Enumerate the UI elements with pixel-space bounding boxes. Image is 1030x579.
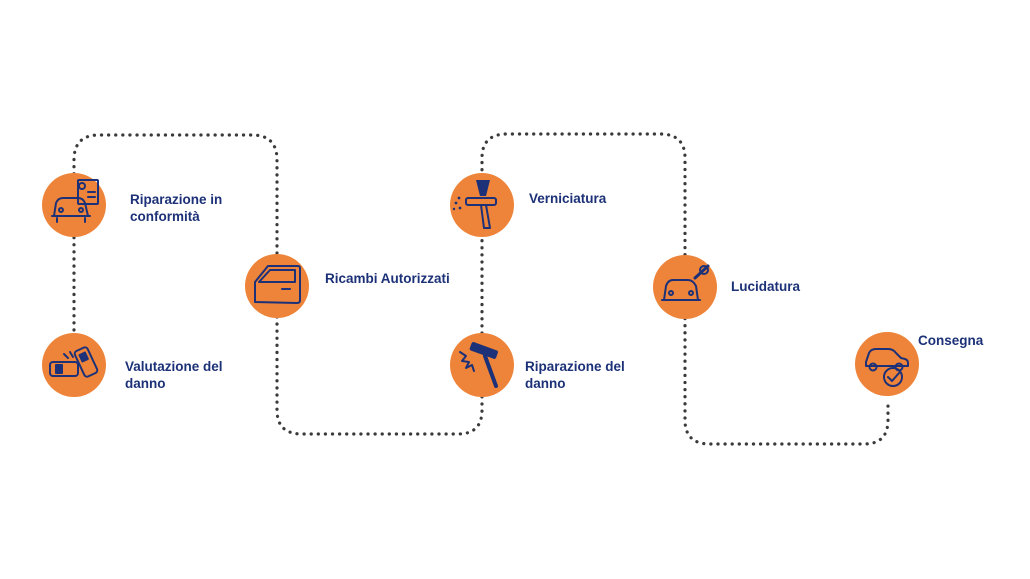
step-label-line: Ricambi Autorizzati (325, 271, 450, 286)
step-riparazione-conformita (42, 173, 106, 237)
step-label-riparazione-conformita: Riparazione in conformità (130, 191, 222, 225)
step-circle (450, 333, 514, 397)
step-label-line: conformità (130, 209, 200, 224)
step-label-line: Riparazione in (130, 192, 223, 207)
step-label-line: Lucidatura (731, 279, 801, 294)
step-label-verniciatura: Verniciatura (529, 190, 606, 207)
connector-path (72, 132, 890, 446)
step-label-line: Consegna (918, 333, 984, 348)
step-label-line: danno (525, 376, 566, 391)
step-label-line: Verniciatura (529, 191, 607, 206)
step-label-riparazione-danno: Riparazione del danno (525, 358, 625, 392)
step-circle (653, 255, 717, 319)
step-consegna (855, 332, 919, 396)
step-circle (855, 332, 919, 396)
step-label-line: Valutazione del (125, 359, 223, 374)
hammer-icon (459, 342, 498, 388)
step-circle (42, 333, 106, 397)
step-verniciatura (450, 173, 514, 237)
car-door-icon (254, 265, 301, 304)
step-valutazione-danno (42, 333, 106, 397)
step-label-lucidatura: Lucidatura (731, 278, 800, 295)
car-polish-icon (661, 264, 710, 301)
step-label-line: Riparazione del (525, 359, 625, 374)
spray-gun-icon (452, 180, 497, 229)
step-riparazione-danno (450, 333, 514, 397)
step-ricambi-autorizzati (245, 254, 309, 318)
step-label-line: danno (125, 376, 166, 391)
step-lucidatura (653, 255, 717, 319)
car-document-gear-icon (51, 179, 99, 223)
car-check-icon (865, 348, 909, 387)
step-label-consegna: Consegna (918, 332, 983, 349)
step-label-ricambi-autorizzati: Ricambi Autorizzati (325, 270, 450, 287)
car-crash-icon (49, 346, 99, 378)
step-label-valutazione-danno: Valutazione del danno (125, 358, 223, 392)
